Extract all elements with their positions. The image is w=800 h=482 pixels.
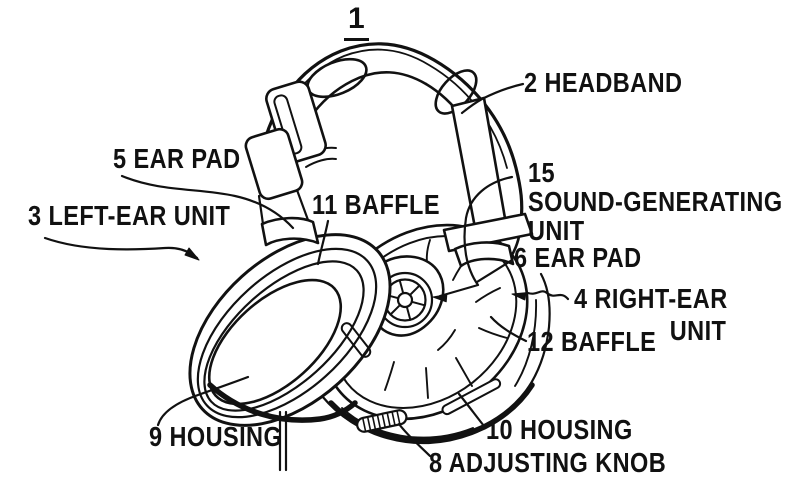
arrow-left-ear-unit: [43, 236, 199, 260]
label-adjusting-knob: 8 ADJUSTING KNOB: [429, 447, 667, 478]
right-yoke-hanger: [453, 241, 515, 268]
right-housing-inner-arc: [341, 407, 474, 439]
adjusting-knob: [356, 409, 408, 433]
annotation-leaders: [43, 82, 570, 458]
slider-lower-plate: [244, 127, 304, 201]
label-right-housing: 10 HOUSING: [486, 414, 633, 445]
right-yoke: [442, 96, 534, 268]
left-hinge-block: [260, 216, 320, 247]
arrowhead-right-ear-unit: [511, 292, 527, 301]
right-yoke-crossbar: [442, 212, 534, 253]
driver-hub: [396, 291, 414, 309]
label-left-housing: 9 HOUSING: [149, 421, 283, 452]
label-sgu-line1: SOUND-GENERATING: [528, 186, 783, 217]
left-housing-face-plate: [207, 278, 343, 406]
label-left-ear-pad: 5 EAR PAD: [113, 143, 241, 174]
label-sgu-number: 15: [528, 157, 556, 188]
left-baffle-ring: [203, 260, 365, 412]
leader-left-ear-pad: [120, 174, 295, 230]
label-right-ear-unit-line2: UNIT: [669, 315, 727, 346]
right-yoke-strip: [450, 96, 508, 235]
leader-left-baffle: [316, 219, 330, 266]
arrowhead-left-ear-unit: [184, 247, 200, 261]
left-housing-slot-detail: [340, 322, 372, 358]
label-right-baffle: 12 BAFFLE: [527, 326, 657, 357]
left-ear-unit: [188, 233, 392, 427]
leader-sound-generating-unit: [438, 175, 514, 298]
label-left-baffle: 11 BAFFLE: [312, 189, 440, 220]
left-housing-ring: [196, 247, 378, 419]
headphone-cable: [278, 410, 288, 472]
leader-right-ear-pad: [475, 258, 514, 284]
label-right-ear-unit: 4 RIGHT-EAR UNIT: [574, 283, 728, 347]
slider-upper-plate-slot: [273, 94, 303, 155]
left-housing-bottom-heavy-edge: [207, 382, 358, 423]
right-housing-side-arc: [514, 299, 538, 387]
label-right-ear-pad: 6 EAR PAD: [514, 242, 642, 273]
label-right-ear-unit-line1: 4 RIGHT-EAR: [574, 283, 728, 314]
leader-right-housing: [457, 392, 486, 428]
leader-right-baffle: [489, 315, 528, 343]
label-headband: 2 HEADBAND: [524, 67, 683, 98]
housing-rim-slot: [441, 378, 502, 416]
leader-headband: [460, 82, 525, 115]
slider-fork-lines: [257, 188, 310, 226]
leader-left-housing: [156, 375, 250, 427]
label-sgu-line2: UNIT: [528, 215, 585, 246]
driver-spokes: [384, 279, 426, 321]
arrow-right-ear-unit: [516, 290, 570, 301]
left-slider: [244, 80, 327, 247]
label-sound-generating-unit: 15 SOUND-GENERATING UNIT: [528, 158, 783, 245]
figure-number-text: 1: [344, 2, 369, 41]
arrowhead-sound-generating-unit: [432, 294, 448, 303]
adjusting-knob-knurling: [362, 410, 401, 432]
figure-number: 1: [344, 2, 369, 41]
leader-adjusting-knob: [397, 422, 432, 458]
sound-generating-unit-driver: [376, 271, 434, 329]
label-left-ear-unit: 3 LEFT-EAR UNIT: [28, 200, 231, 231]
